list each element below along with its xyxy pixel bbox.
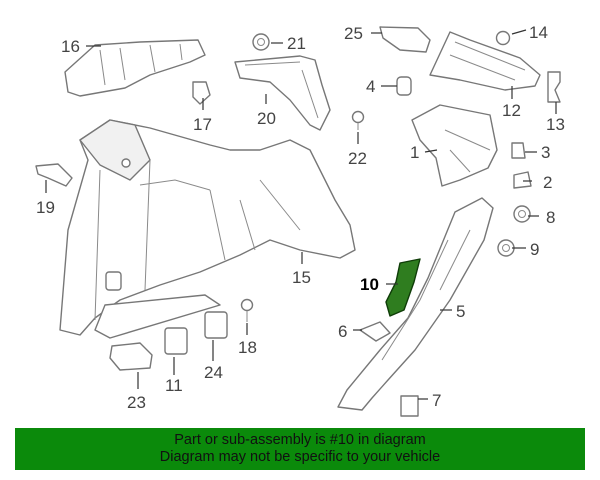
callout-1: 1	[410, 143, 419, 162]
part-13-bracket	[547, 71, 561, 103]
callout-6: 6	[338, 322, 347, 341]
callout-10: 10	[360, 275, 379, 294]
part-16-bracket	[64, 39, 206, 97]
part-2-clip	[513, 171, 532, 189]
callout-9: 9	[530, 240, 539, 259]
callout-23: 23	[127, 393, 146, 412]
part-19-handle	[35, 163, 73, 187]
callout-13: 13	[546, 115, 565, 134]
callout-24: 24	[204, 363, 223, 382]
banner-line-1: Part or sub-assembly is #10 in diagram	[174, 432, 426, 448]
callout-22: 22	[348, 149, 367, 168]
part-17-clip	[192, 81, 211, 105]
part-22-clip	[351, 110, 365, 130]
part-3-clip	[511, 142, 526, 159]
callout-20: 20	[257, 109, 276, 128]
part-6-clip	[359, 321, 391, 342]
callout-labels: 16 21 25 14 4 17 20 12 13 1 22 3 2 19 8 …	[36, 23, 565, 412]
callout-14: 14	[529, 23, 548, 42]
part-9-fastener	[497, 239, 515, 257]
part-24-clip	[204, 311, 228, 339]
callout-5: 5	[456, 302, 465, 321]
callout-3: 3	[541, 143, 550, 162]
callout-11: 11	[165, 376, 183, 395]
part-20-upper-trim	[234, 55, 331, 131]
callout-15: 15	[292, 268, 311, 287]
part-14-clip	[495, 30, 511, 46]
part-1-pillar-trim	[411, 104, 498, 187]
quarter-trim-panel	[59, 119, 356, 339]
callout-2: 2	[543, 173, 552, 192]
part-21-plug	[252, 33, 270, 51]
part-12-trim	[429, 31, 541, 91]
part-23-clip	[109, 342, 153, 371]
part-11-clip	[164, 327, 188, 355]
part-25-handle	[379, 26, 431, 53]
callout-16: 16	[61, 37, 80, 56]
part-4-cap	[396, 76, 412, 96]
callout-19: 19	[36, 198, 55, 217]
callout-21: 21	[287, 34, 306, 53]
callout-4: 4	[366, 77, 375, 96]
callout-17: 17	[193, 115, 212, 134]
callout-25: 25	[344, 24, 363, 43]
info-banner: Part or sub-assembly is #10 in diagram D…	[15, 428, 585, 470]
part-18-bolt	[240, 298, 254, 322]
leader-lines	[45, 29, 557, 400]
callout-12: 12	[502, 101, 521, 120]
part-5-lower-pillar-trim	[337, 197, 494, 411]
part-7-bracket	[400, 395, 419, 417]
callout-7: 7	[432, 391, 441, 410]
part-8-fastener	[513, 205, 531, 223]
banner-line-2: Diagram may not be specific to your vehi…	[159, 449, 441, 465]
callout-8: 8	[546, 208, 555, 227]
callout-18: 18	[238, 338, 257, 357]
part-10-highlighted	[385, 258, 421, 317]
